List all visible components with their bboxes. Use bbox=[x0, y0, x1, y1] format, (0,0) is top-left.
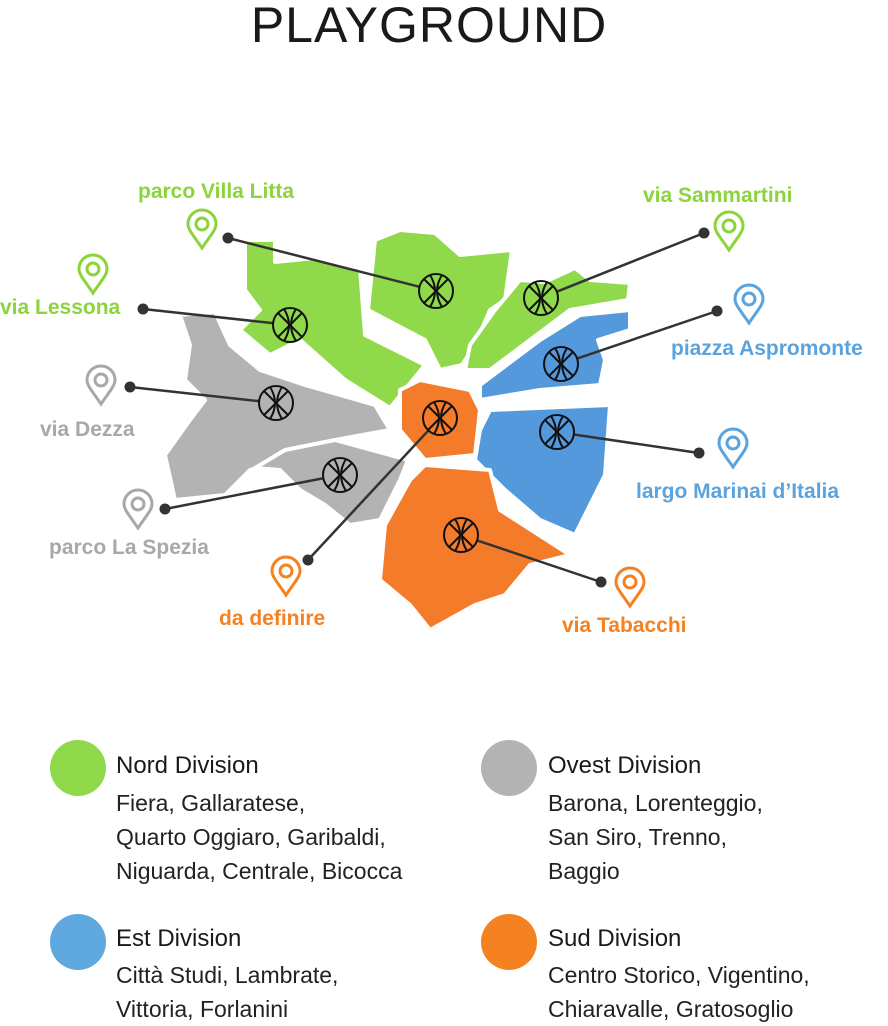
location-label: piazza Aspromonte bbox=[671, 337, 863, 360]
legend-title: Sud Division bbox=[548, 925, 682, 952]
connector-line bbox=[164, 477, 324, 511]
legend-line: Centro Storico, Vigentino, bbox=[548, 962, 810, 988]
basketball-icon bbox=[523, 280, 559, 316]
connector-line bbox=[573, 433, 700, 455]
legend-areas: Barona, Lorenteggio, San Siro, Trenno, B… bbox=[548, 786, 763, 888]
basketball-icon bbox=[539, 414, 575, 450]
map-pin-icon bbox=[270, 555, 302, 598]
milan-division-map bbox=[77, 208, 765, 632]
connector-line bbox=[556, 231, 705, 293]
location-label: via Dezza bbox=[40, 418, 135, 441]
region-sud-south bbox=[378, 463, 572, 632]
basketball-icon bbox=[543, 346, 579, 382]
connector-dot bbox=[137, 303, 149, 315]
location-label: da definire bbox=[219, 607, 326, 630]
map-pin-icon bbox=[733, 283, 765, 326]
connector-dot bbox=[698, 227, 710, 239]
page-title: PLAYGROUND bbox=[250, 0, 608, 53]
connector-dot bbox=[711, 305, 723, 317]
legend-line: Città Studi, Lambrate, bbox=[116, 962, 339, 988]
location-label: parco Villa Litta bbox=[138, 180, 294, 203]
basketball-icon bbox=[322, 457, 358, 493]
map-pin-icon bbox=[77, 253, 109, 296]
location-label: via Lessona bbox=[0, 296, 121, 319]
legend-line: Barona, Lorenteggio, bbox=[548, 790, 763, 816]
connector-line bbox=[576, 309, 718, 360]
legend-line: Chiaravalle, Gratosoglio bbox=[548, 996, 794, 1022]
map-pin-icon bbox=[717, 427, 749, 470]
connector-dot bbox=[595, 576, 607, 588]
map-pin-icon bbox=[713, 210, 745, 253]
legend-line: Baggio bbox=[548, 858, 620, 884]
legend-title: Ovest Division bbox=[548, 752, 702, 779]
basketball-icon bbox=[418, 273, 454, 309]
connector-dot bbox=[159, 503, 171, 515]
connector-dot bbox=[124, 381, 136, 393]
basketball-icon bbox=[443, 517, 479, 553]
basketball-icon bbox=[272, 307, 308, 343]
legend-areas: Centro Storico, Vigentino, Chiaravalle, … bbox=[548, 958, 810, 1026]
map-pin-icon bbox=[186, 208, 218, 251]
connector-dot bbox=[693, 447, 705, 459]
legend-swatch-sud bbox=[481, 914, 537, 970]
connector-dot bbox=[302, 554, 314, 566]
map-pin-icon bbox=[122, 488, 154, 531]
legend-line: San Siro, Trenno, bbox=[548, 824, 727, 850]
legend-line: Quarto Oggiaro, Garibaldi, bbox=[116, 824, 386, 850]
connector-dot bbox=[222, 232, 234, 244]
basketball-icon bbox=[258, 385, 294, 421]
location-label: via Tabacchi bbox=[562, 614, 687, 637]
region-nord-west bbox=[238, 238, 427, 410]
legend-line: Vittoria, Forlanini bbox=[116, 996, 289, 1022]
connector-line bbox=[142, 307, 274, 325]
legend-line: Fiera, Gallaratese, bbox=[116, 790, 306, 816]
legend-title: Est Division bbox=[116, 925, 242, 952]
legend-areas: Fiera, Gallaratese, Quarto Oggiaro, Gari… bbox=[116, 786, 402, 888]
connector-line bbox=[227, 236, 420, 289]
region-nord-east bbox=[463, 266, 632, 372]
legend-swatch-nord bbox=[50, 740, 106, 796]
connector-line bbox=[476, 539, 602, 584]
location-label: largo Marinai d’Italia bbox=[636, 480, 840, 503]
location-label: via Sammartini bbox=[643, 184, 793, 207]
legend-swatch-est bbox=[50, 914, 106, 970]
legend-line: Niguarda, Centrale, Bicocca bbox=[116, 858, 403, 884]
map-pin-icon bbox=[614, 566, 646, 609]
legend-title: Nord Division bbox=[116, 752, 259, 779]
basketball-icon bbox=[422, 400, 458, 436]
location-label: parco La Spezia bbox=[49, 536, 209, 559]
connector-line bbox=[129, 385, 260, 403]
legend-swatch-ovest bbox=[481, 740, 537, 796]
connector-line bbox=[307, 429, 430, 561]
map-pin-icon bbox=[85, 364, 117, 407]
region-est-north bbox=[478, 308, 632, 402]
legend-areas: Città Studi, Lambrate, Vittoria, Forlani… bbox=[116, 958, 338, 1026]
